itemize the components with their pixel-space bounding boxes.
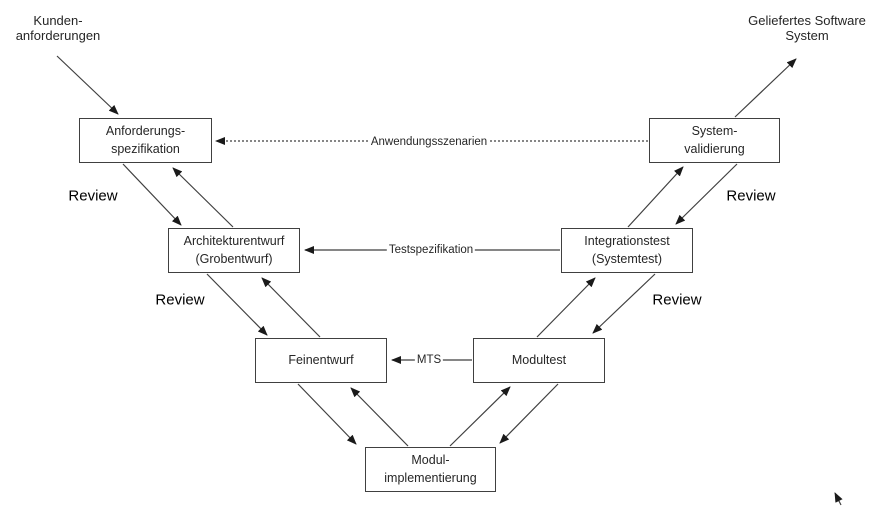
edge-kundenanforderungen-to-anforderungsspezifikation [56, 55, 119, 115]
node-modulimplementierung: Modul- implementierung [365, 447, 496, 492]
edge-review-modultest-to-modulimplementierung [499, 383, 559, 444]
edge-review-architekturentwurf-to-anforderungsspezifikation [172, 167, 234, 228]
label-review-left-bottom: Review [155, 291, 205, 309]
edge-feinentwurf-to-modulimplementierung [297, 383, 357, 445]
label-review-right-top: Review [726, 187, 776, 205]
node-modultest: Modultest [473, 338, 605, 383]
label-geliefertes-softwaresystem: Geliefertes Software System [748, 13, 866, 44]
node-integrationstest: Integrationstest (Systemtest) [561, 228, 693, 273]
node-architekturentwurf: Architekturentwurf (Grobentwurf) [168, 228, 300, 273]
node-systemvalidierung: System- validierung [649, 118, 780, 163]
node-feinentwurf: Feinentwurf [255, 338, 387, 383]
edge-label-testspezifikation: Testspezifikation [386, 244, 476, 256]
edge-label-anwendungsszenarien: Anwendungsszenarien [368, 136, 490, 148]
mouse-cursor-icon [834, 492, 843, 506]
label-review-left-top: Review [68, 187, 118, 205]
edge-review-integrationstest-to-modultest [592, 273, 656, 334]
label-review-right-bottom: Review [652, 291, 702, 309]
edge-modulimplementierung-to-modultest [449, 386, 511, 447]
edge-modultest-to-integrationstest [536, 277, 596, 338]
label-kundenanforderungen: Kunden- anforderungen [15, 13, 101, 44]
node-anforderungsspezifikation: Anforderungs- spezifikation [79, 118, 212, 163]
edge-anforderungsspezifikation-to-architekturentwurf [122, 163, 182, 226]
edge-systemvalidierung-to-geliefertes-softwaresystem [734, 58, 797, 118]
edge-review-feinentwurf-to-architekturentwurf [261, 277, 321, 338]
edge-architekturentwurf-to-feinentwurf [206, 273, 268, 336]
edge-label-mts: MTS [414, 354, 444, 366]
edge-integrationstest-to-systemvalidierung [627, 166, 684, 228]
edge-review-modulimplementierung-to-feinentwurf [350, 387, 409, 447]
edge-review-systemvalidierung-to-integrationstest [675, 163, 738, 225]
